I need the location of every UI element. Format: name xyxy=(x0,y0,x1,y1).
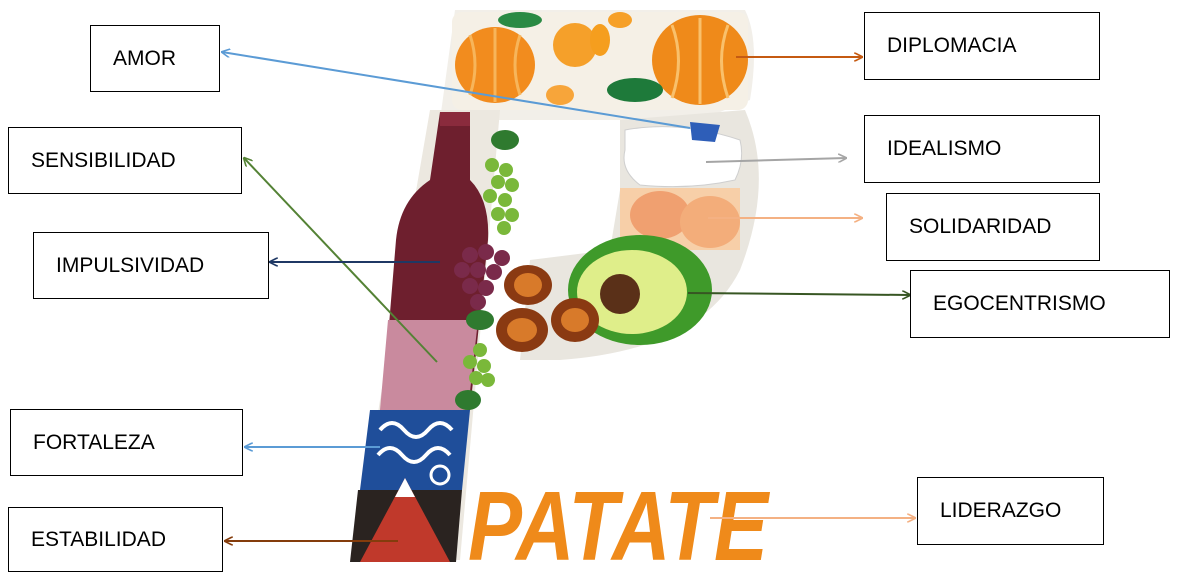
volcano-illustration xyxy=(350,478,462,562)
label-egocentrismo: EGOCENTRISMO xyxy=(910,270,1170,338)
label-impulsividad: IMPULSIVIDAD xyxy=(33,232,269,299)
patate-wordmark: PATATE xyxy=(468,471,770,572)
label-idealismo: IDEALISMO xyxy=(864,115,1100,183)
blue-waves-illustration xyxy=(360,410,470,490)
label-liderazgo: LIDERAZGO xyxy=(917,477,1104,545)
label-sensibilidad: SENSIBILIDAD xyxy=(8,127,242,194)
label-diplomacia: DIPLOMACIA xyxy=(864,12,1100,80)
label-amor: AMOR xyxy=(90,25,220,92)
label-solidaridad: SOLIDARIDAD xyxy=(886,193,1100,261)
label-fortaleza: FORTALEZA xyxy=(10,409,243,476)
oranges-illustration xyxy=(452,12,748,110)
label-estabilidad: ESTABILIDAD xyxy=(8,507,223,572)
